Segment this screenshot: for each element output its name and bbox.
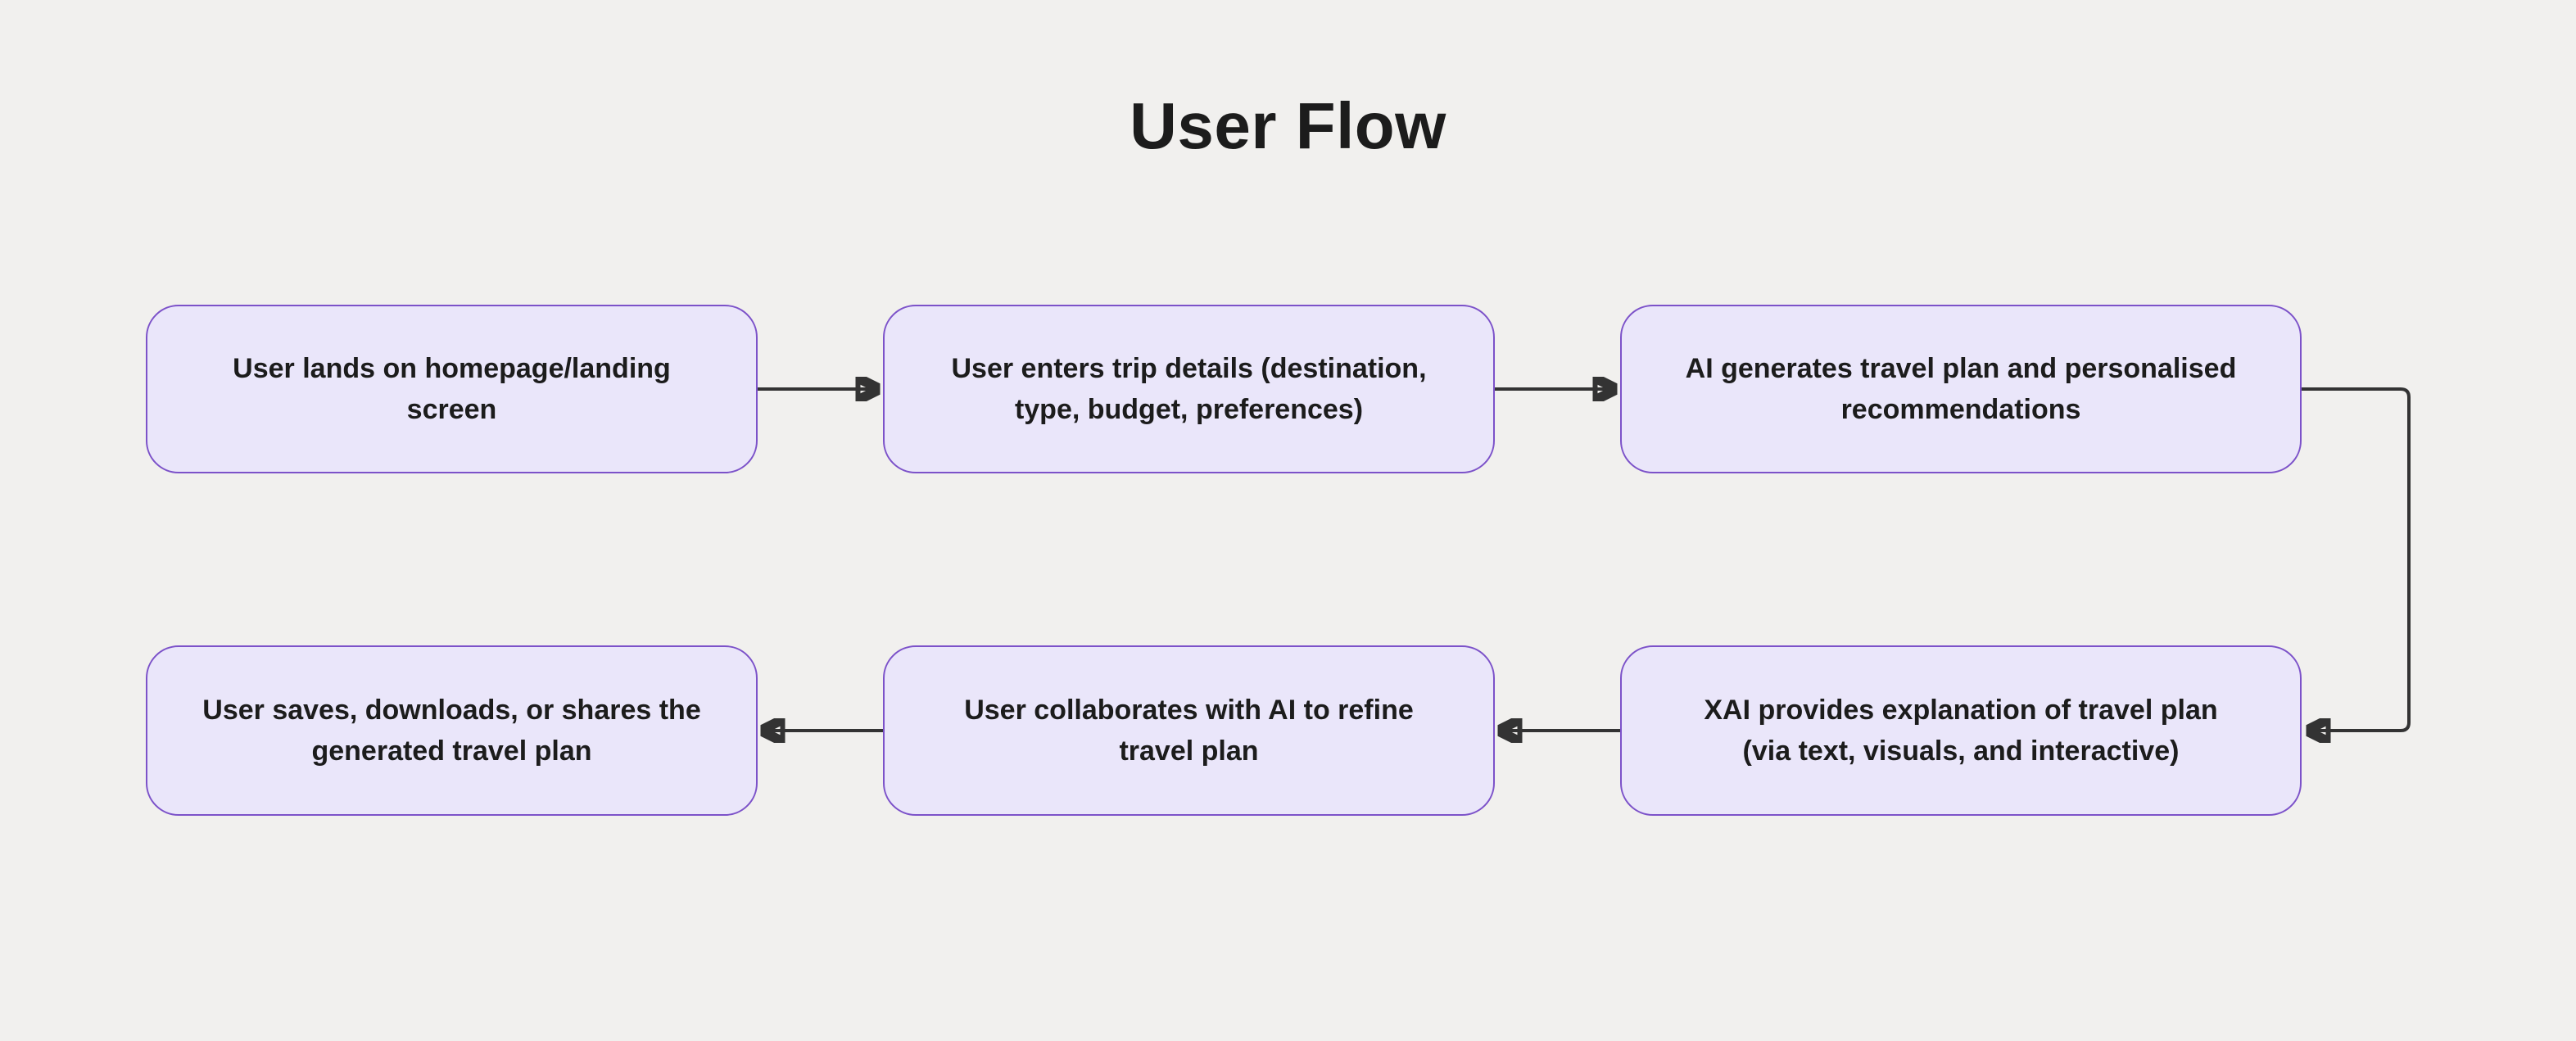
node-label-line: XAI provides explanation of travel plan [1704,695,2218,726]
node-label-line: (via text, visuals, and interactive) [1742,735,2180,767]
node-label-line: generated travel plan [311,735,592,767]
node-label-line: travel plan [1119,735,1259,767]
node-label-line: screen [406,394,497,425]
flow-node-ai-generates[interactable]: AI generates travel plan and personalise… [1620,305,2302,473]
flow-node-trip-details[interactable]: User enters trip details (destination, t… [883,305,1495,473]
arrow-ai-generates-to-xai-explains [2302,387,2411,731]
node-label-line: User enters trip details (destination, [951,353,1427,384]
node-label-line: User collaborates with AI to refine [964,695,1414,726]
diagram-title: User Flow [1130,89,1446,162]
flow-node-landing[interactable]: User lands on homepage/landing screen [146,305,758,473]
flow-node-save-share[interactable]: User saves, downloads, or shares the gen… [146,645,758,816]
flow-node-collaborate[interactable]: User collaborates with AI to refine trav… [883,645,1495,816]
node-label-line: User lands on homepage/landing [233,353,671,384]
node-label-line: recommendations [1840,394,2081,425]
node-label-line: User saves, downloads, or shares the [202,695,701,726]
node-label-line: AI generates travel plan and personalise… [1685,353,2237,384]
node-label-line: type, budget, preferences) [1014,394,1364,425]
flow-node-xai-explains[interactable]: XAI provides explanation of travel plan … [1620,645,2302,816]
